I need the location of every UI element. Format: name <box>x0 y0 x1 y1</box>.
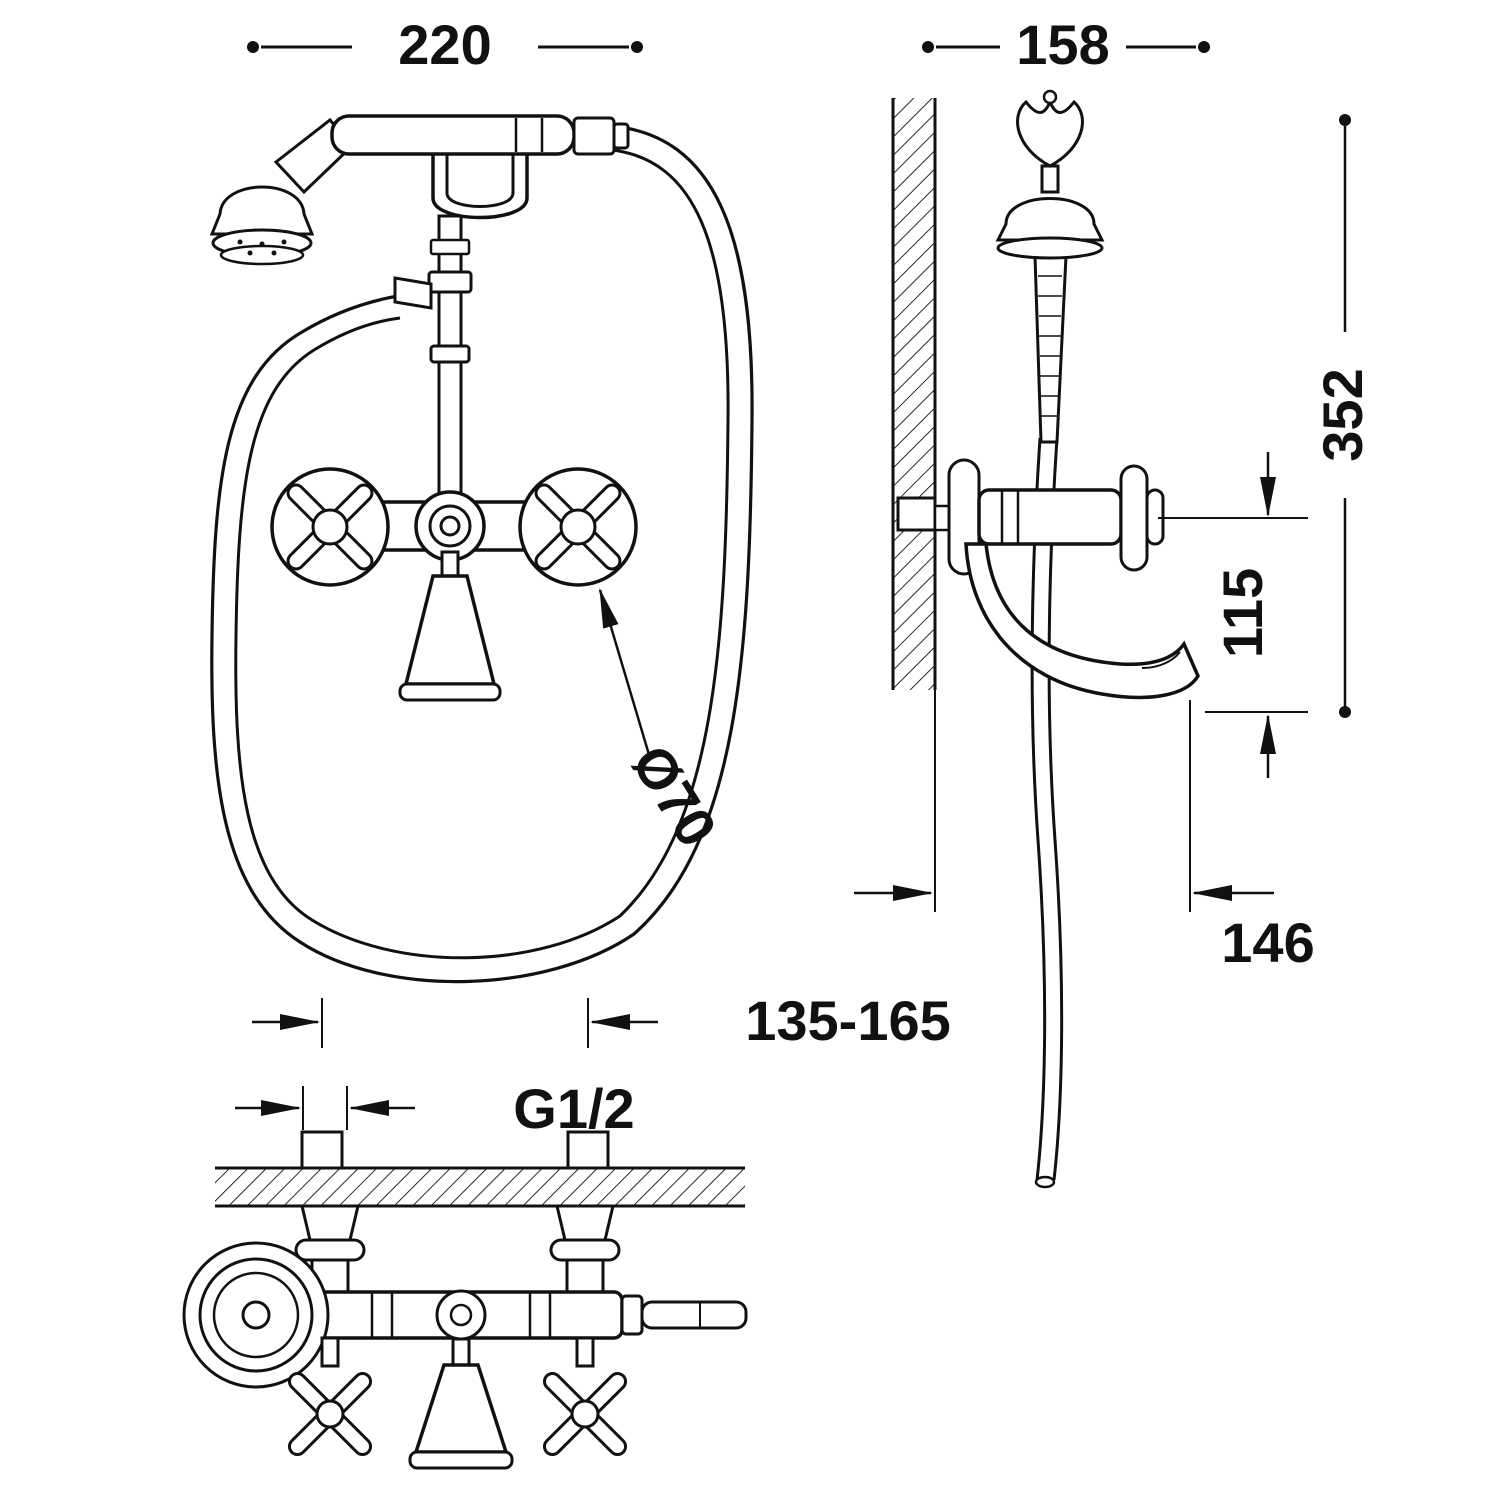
dim-reach: 146 <box>854 700 1315 974</box>
dim-drop: 115 <box>1158 452 1308 778</box>
handshower-hose-side <box>1030 437 1064 1189</box>
wall-supply-stub <box>896 496 937 532</box>
dim-depth: 158 <box>922 13 1210 76</box>
handshower-side <box>995 89 1105 444</box>
handle-plan-left <box>287 1336 373 1457</box>
dim-drop-label: 115 <box>1211 568 1274 658</box>
handshower-head-side <box>995 197 1105 242</box>
left-cross-handle <box>270 467 390 587</box>
handshower-plan <box>182 1241 330 1389</box>
supply-stub-right <box>566 1130 610 1170</box>
hose-inlet <box>393 276 433 310</box>
dim-height: 352 <box>1311 114 1374 718</box>
valve-right <box>549 1204 621 1296</box>
dim-height-label: 352 <box>1311 368 1374 461</box>
plan-view: 135-165 G1/2 <box>182 989 951 1470</box>
dim-reach-label: 146 <box>1221 911 1314 974</box>
spout-side <box>964 542 1200 700</box>
right-cross-handle <box>518 467 638 587</box>
dim-thread-label: G1/2 <box>513 1077 634 1140</box>
cradle <box>431 154 529 220</box>
handshower-front <box>209 114 630 266</box>
dim-handle-diameter: Ø70 <box>598 588 730 857</box>
spout-cone-front <box>398 550 502 702</box>
wall-plan <box>215 1166 745 1208</box>
holder-finial <box>1016 98 1084 168</box>
handle-plan-right <box>542 1336 628 1457</box>
hose-nut <box>572 116 616 156</box>
handshower-hose-front <box>210 124 754 984</box>
handshower-head <box>209 185 315 236</box>
wall-side <box>891 98 937 912</box>
spout-cone-plan <box>408 1337 514 1470</box>
front-view: 220 Ø70 <box>209 13 754 984</box>
dim-thread: G1/2 <box>235 1077 635 1140</box>
mixer-body-plan <box>298 1289 624 1341</box>
handshower-grip-side <box>1033 254 1068 444</box>
valve-left <box>294 1204 366 1296</box>
center-rosette <box>414 490 486 562</box>
side-view: 158 352 115 146 <box>854 13 1374 1189</box>
dim-centers-label: 135-165 <box>745 989 951 1052</box>
spout-plan <box>620 1294 748 1336</box>
dim-centers: 135-165 <box>252 989 951 1052</box>
mixer-body-side <box>896 458 1165 576</box>
dim-depth-label: 158 <box>1016 13 1109 76</box>
dim-width-label: 220 <box>398 13 491 76</box>
handle-edge-side <box>1119 464 1149 572</box>
supply-stub-left <box>300 1130 344 1170</box>
dim-width: 220 <box>247 13 643 76</box>
handshower-grip <box>330 114 576 156</box>
dim-handle-diameter-label: Ø70 <box>620 734 730 857</box>
riser-column <box>393 214 473 514</box>
